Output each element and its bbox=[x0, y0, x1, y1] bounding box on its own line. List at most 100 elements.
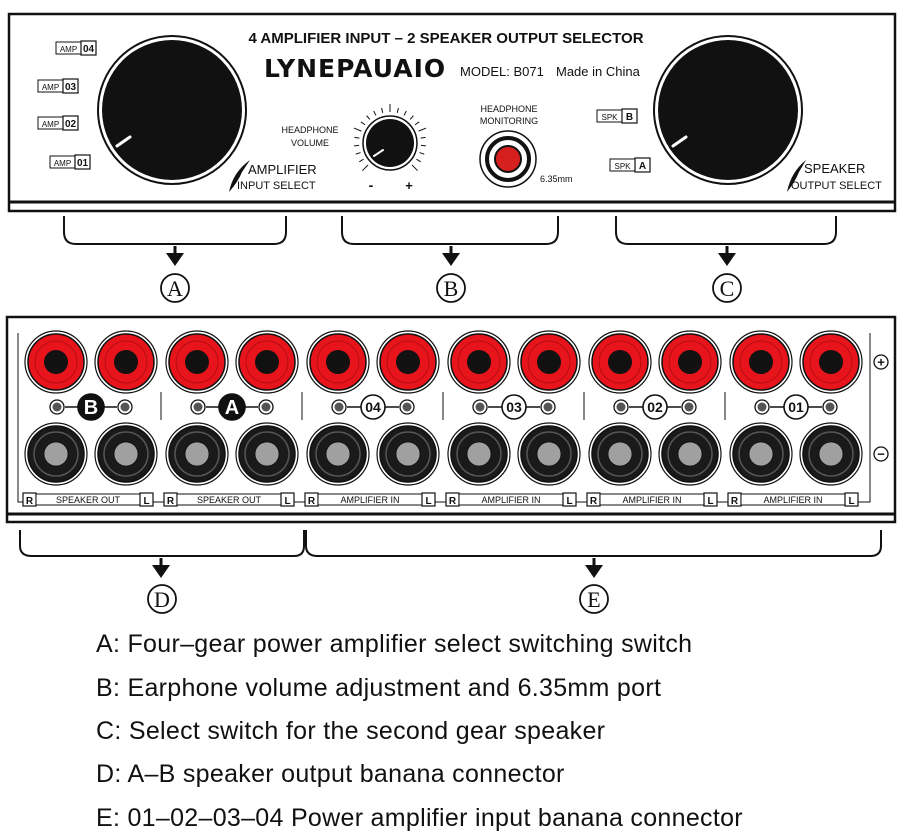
svg-text:+: + bbox=[877, 355, 885, 370]
svg-text:R: R bbox=[731, 496, 739, 507]
volume-plus-label: + bbox=[405, 178, 413, 193]
spk-tag-a: SPK A bbox=[609, 157, 651, 173]
amp-select-knob[interactable] bbox=[97, 35, 247, 185]
connector-group-b: B R SPEAKER OUT L bbox=[22, 330, 158, 507]
top-brace-c bbox=[615, 216, 837, 266]
brand-logo: LYNEPAUAIO bbox=[264, 54, 446, 83]
group-badge-a: A bbox=[218, 393, 246, 421]
svg-text:AMP: AMP bbox=[54, 159, 71, 168]
black-binding-post-l[interactable] bbox=[517, 422, 581, 486]
svg-text:R: R bbox=[308, 496, 316, 507]
red-binding-post-l[interactable] bbox=[376, 330, 440, 394]
legend-line-e: E: 01–02–03–04 Power amplifier input ban… bbox=[96, 804, 743, 832]
red-binding-post-r[interactable] bbox=[165, 330, 229, 394]
amp-knob-label-1: AMPLIFIER bbox=[248, 162, 317, 177]
made-in-label: Made in China bbox=[556, 64, 641, 79]
hp-monitor-label-2: MONITORING bbox=[480, 116, 538, 126]
black-binding-post-l[interactable] bbox=[799, 422, 863, 486]
hp-monitor-label-1: HEADPHONE bbox=[480, 104, 537, 114]
red-binding-post-l[interactable] bbox=[517, 330, 581, 394]
volume-tick bbox=[353, 127, 362, 132]
speaker-select-knob[interactable] bbox=[653, 35, 803, 185]
volume-tick bbox=[355, 152, 361, 155]
legend-line-c: C: Select switch for the second gear spe… bbox=[96, 717, 606, 745]
connector-group-03: 03R AMPLIFIER IN L bbox=[442, 330, 581, 507]
amp-knob-arrow-icon bbox=[229, 160, 250, 192]
red-binding-post-r[interactable] bbox=[729, 330, 793, 394]
svg-text:A: A bbox=[639, 161, 646, 172]
hp-volume-label-1: HEADPHONE bbox=[281, 125, 338, 135]
speaker-knob-arrow-icon bbox=[787, 160, 806, 192]
black-binding-post-r[interactable] bbox=[306, 422, 370, 486]
red-binding-post-r[interactable] bbox=[447, 330, 511, 394]
group-badge-text: 03 bbox=[506, 399, 522, 415]
hp-volume-label-2: VOLUME bbox=[291, 138, 329, 148]
amp-tag-03: AMP 03 bbox=[37, 78, 79, 94]
black-binding-post-r[interactable] bbox=[588, 422, 652, 486]
connector-label-text: SPEAKER OUT bbox=[56, 495, 121, 505]
connector-label-strip: R AMPLIFIER IN L bbox=[727, 492, 859, 507]
svg-text:04: 04 bbox=[83, 44, 95, 55]
svg-text:L: L bbox=[143, 496, 149, 507]
connector-label-text: AMPLIFIER IN bbox=[481, 495, 540, 505]
volume-tick bbox=[420, 136, 426, 139]
front-panel-title: 4 AMPLIFIER INPUT – 2 SPEAKER OUTPUT SEL… bbox=[248, 30, 643, 47]
legend-line-d: D: A–B speaker output banana connector bbox=[96, 760, 565, 788]
svg-text:−: − bbox=[877, 447, 885, 462]
model-number: MODEL: B071 bbox=[460, 64, 544, 79]
red-binding-post-l[interactable] bbox=[658, 330, 722, 394]
red-binding-post-r[interactable] bbox=[306, 330, 370, 394]
black-binding-post-l[interactable] bbox=[376, 422, 440, 486]
volume-tick bbox=[381, 107, 384, 113]
svg-text:L: L bbox=[848, 496, 854, 507]
front-panel: 4 AMPLIFIER INPUT – 2 SPEAKER OUTPUT SEL… bbox=[7, 12, 897, 213]
red-binding-post-l[interactable] bbox=[94, 330, 158, 394]
black-binding-post-l[interactable] bbox=[94, 422, 158, 486]
speaker-knob-label-2: OUTPUT SELECT bbox=[791, 180, 882, 192]
red-binding-post-l[interactable] bbox=[799, 330, 863, 394]
red-binding-post-r[interactable] bbox=[24, 330, 88, 394]
black-binding-post-l[interactable] bbox=[658, 422, 722, 486]
volume-tick bbox=[354, 136, 360, 139]
svg-text:C: C bbox=[720, 276, 735, 301]
bottom-brace-d bbox=[19, 530, 305, 578]
black-binding-post-r[interactable] bbox=[165, 422, 229, 486]
group-badge-02: 02 bbox=[642, 394, 668, 420]
volume-knob[interactable] bbox=[362, 115, 418, 171]
connector-label-text: AMPLIFIER IN bbox=[763, 495, 822, 505]
svg-text:L: L bbox=[284, 496, 290, 507]
black-binding-post-r[interactable] bbox=[24, 422, 88, 486]
headphone-jack[interactable] bbox=[479, 130, 537, 188]
marker-e: E bbox=[579, 584, 609, 614]
connector-label-text: AMPLIFIER IN bbox=[622, 495, 681, 505]
black-binding-post-l[interactable] bbox=[235, 422, 299, 486]
red-binding-post-l[interactable] bbox=[235, 330, 299, 394]
plus-terminal-icon: + bbox=[873, 354, 889, 370]
top-brace-a bbox=[63, 216, 287, 266]
legend-line-b: B: Earphone volume adjustment and 6.35mm… bbox=[96, 674, 662, 702]
group-badge-b: B bbox=[77, 393, 105, 421]
svg-text:B: B bbox=[626, 112, 633, 123]
volume-tick bbox=[362, 164, 369, 171]
bottom-brace-e bbox=[305, 530, 882, 578]
top-brace-b bbox=[341, 216, 559, 266]
volume-scale bbox=[353, 104, 427, 171]
svg-text:B: B bbox=[444, 276, 459, 301]
black-binding-post-r[interactable] bbox=[447, 422, 511, 486]
group-badge-01: 01 bbox=[783, 394, 809, 420]
connector-label-text: SPEAKER OUT bbox=[197, 495, 262, 505]
volume-tick bbox=[414, 121, 420, 126]
svg-text:R: R bbox=[449, 496, 457, 507]
group-badge-text: 01 bbox=[788, 399, 804, 415]
svg-text:L: L bbox=[566, 496, 572, 507]
red-binding-post-r[interactable] bbox=[588, 330, 652, 394]
svg-text:R: R bbox=[26, 496, 34, 507]
volume-tick bbox=[359, 158, 364, 163]
black-binding-post-r[interactable] bbox=[729, 422, 793, 486]
volume-tick bbox=[409, 115, 414, 120]
